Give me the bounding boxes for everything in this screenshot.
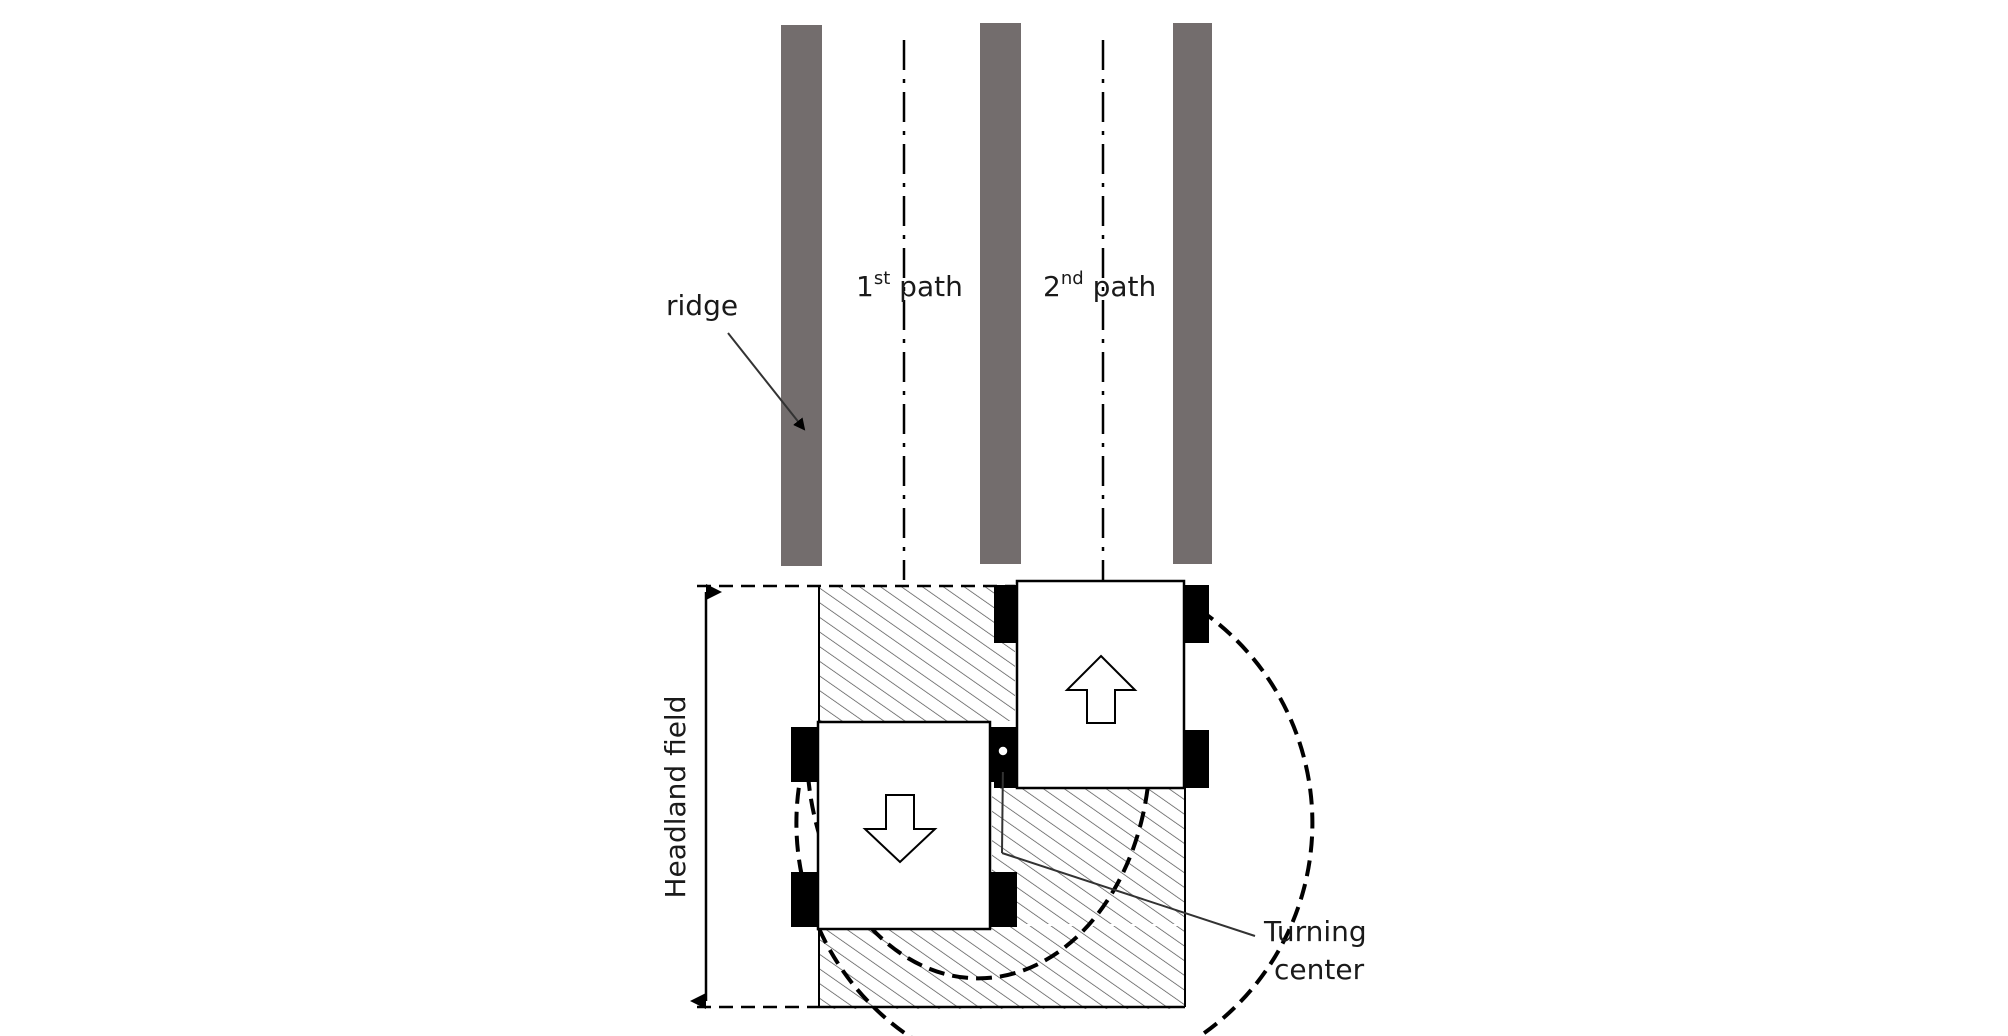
ridge-label: ridge — [666, 289, 738, 322]
ridge-leader-arrow — [727, 332, 806, 431]
hatched-region-right — [992, 786, 1185, 924]
ridge-2 — [980, 23, 1021, 564]
turning-circle-inner — [805, 739, 1153, 981]
ridge-1 — [781, 25, 822, 566]
path-1-number: 1 — [856, 270, 874, 303]
headland-field-label: Headland field — [659, 696, 692, 899]
vehicle-1 — [791, 720, 1017, 931]
arrow-down-icon — [862, 794, 938, 864]
path-1-word: path — [890, 270, 963, 303]
vehicle-1-wheel — [791, 872, 819, 927]
vehicle-1-wheel — [791, 727, 819, 782]
path-2-word: path — [1084, 270, 1157, 303]
hatched-region-upper — [819, 586, 1015, 721]
turning-center-label-line2: center — [1274, 953, 1365, 986]
ridge-3 — [1173, 23, 1212, 564]
path-2-number: 2 — [1043, 270, 1061, 303]
turning-circle-outer — [794, 608, 1315, 1036]
path-1-superscript: st — [874, 268, 890, 289]
path-2-superscript: nd — [1061, 268, 1084, 289]
path-1-label: 1st path — [856, 268, 963, 303]
arrow-up-icon — [1064, 654, 1138, 724]
vehicle-2-wheel — [994, 585, 1018, 643]
turning-center-label-line1: Turning — [1263, 915, 1367, 948]
vehicle-2-wheel — [1185, 585, 1209, 643]
turning-center-point — [997, 745, 1009, 757]
vehicle-1-wheel — [990, 872, 1017, 927]
path-2-label: 2nd path — [1043, 268, 1156, 303]
hatched-region-lower — [819, 926, 1185, 1009]
vehicle-1-body — [816, 720, 992, 931]
turning-center-leader-arrow — [1001, 852, 1256, 937]
vehicle-2 — [994, 579, 1209, 790]
turning-center-leader-arrow — [996, 760, 1009, 854]
vehicle-2-wheel — [1185, 730, 1209, 788]
